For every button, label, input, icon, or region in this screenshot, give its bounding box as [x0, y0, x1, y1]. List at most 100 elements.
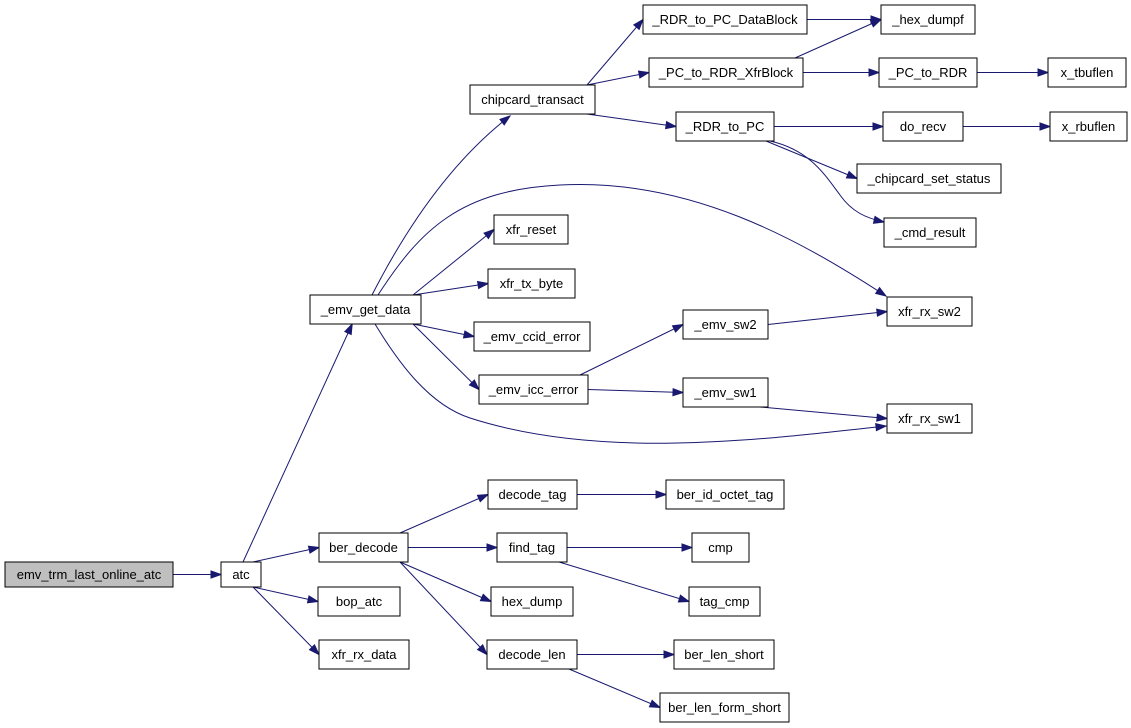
node-label: _PC_to_RDR_XfrBlock [658, 65, 794, 80]
arrowhead-icon [665, 120, 678, 130]
node-box [691, 532, 750, 563]
edge-_emv_get_data-to-xfr_reset [412, 228, 496, 296]
node-box [878, 57, 978, 88]
node-ber_len_form_short[interactable]: ber_len_form_short [659, 692, 790, 723]
node-hex_dump[interactable]: hex_dump [490, 586, 574, 617]
edge-_RDR_to_PC-to-_cmd_result [769, 140, 886, 224]
node-decode_len[interactable]: decode_len [486, 639, 578, 670]
arrowhead-icon [845, 170, 859, 180]
node-box [882, 111, 964, 142]
node-xfr_rx_sw2[interactable]: xfr_rx_sw2 [886, 296, 973, 327]
node-box [487, 479, 578, 510]
node-label: decode_len [498, 647, 565, 662]
edge-atc-to-xfr_rx_data [252, 586, 321, 656]
edge-line [765, 140, 858, 179]
arrowhead-icon [632, 18, 644, 31]
arrowhead-icon [648, 699, 662, 709]
edge-_emv_sw2-to-xfr_rx_sw2 [767, 308, 889, 325]
node-_emv_sw1[interactable]: _emv_sw1 [682, 377, 769, 408]
node-do_recv[interactable]: do_recv [882, 111, 964, 142]
node-cmp[interactable]: cmp [691, 532, 750, 563]
node-ber_id_octet_tag[interactable]: ber_id_octet_tag [665, 479, 785, 510]
node-layer: emv_trm_last_online_atc atc _emv_get_datab… [4, 4, 1128, 723]
node-label: tag_cmp [700, 594, 750, 609]
node-xfr_reset[interactable]: xfr_reset [493, 214, 569, 245]
node-label: chipcard_transact [481, 92, 584, 107]
node-bop_atc[interactable]: bop_atc [317, 586, 401, 617]
node-ber_len_short[interactable]: ber_len_short [673, 639, 775, 670]
arrowhead-icon [210, 570, 223, 579]
edge-_PC_to_RDR_XfrBlock-to-_PC_to_RDR [803, 68, 881, 77]
node-box [856, 163, 1002, 194]
node-box [473, 321, 591, 352]
node-_emv_sw2[interactable]: _emv_sw2 [682, 309, 769, 340]
edge-line [579, 324, 684, 376]
arrowhead-icon [306, 595, 320, 604]
arrowhead-icon [876, 308, 889, 317]
arrowhead-icon [681, 543, 694, 552]
node-box [318, 532, 409, 563]
arrowhead-icon [343, 322, 353, 336]
edge-_PC_to_RDR_XfrBlock-to-_hex_dumpf [794, 18, 883, 59]
arrowhead-icon [307, 545, 321, 554]
arrowhead-icon [677, 594, 691, 603]
node-atc[interactable]: atc [220, 561, 262, 588]
node-label: _emv_ccid_error [483, 329, 581, 344]
node-emv_trm_last_online_atc[interactable]: emv_trm_last_online_atc [4, 561, 174, 588]
node-x_rbuflen[interactable]: x_rbuflen [1049, 111, 1128, 142]
node-box [1047, 57, 1127, 88]
node-x_tbuflen[interactable]: x_tbuflen [1047, 57, 1127, 88]
arrowhead-icon [876, 413, 889, 422]
node-label: xfr_rx_sw1 [898, 411, 961, 426]
node-box [665, 479, 785, 510]
node-_chipcard_set_status[interactable]: _chipcard_set_status [856, 163, 1002, 194]
node-_PC_to_RDR_XfrBlock[interactable]: _PC_to_RDR_XfrBlock [648, 57, 804, 88]
node-label: xfr_rx_data [331, 647, 397, 662]
edge-line [412, 283, 489, 296]
node-label: hex_dump [502, 594, 563, 609]
node-xfr_rx_sw1[interactable]: xfr_rx_sw1 [886, 403, 973, 434]
edge-_emv_sw1-to-xfr_rx_sw1 [759, 406, 889, 422]
edge-line [399, 561, 488, 655]
node-_hex_dumpf[interactable]: _hex_dumpf [880, 4, 976, 35]
node-tag_cmp[interactable]: tag_cmp [688, 586, 761, 617]
edge-line [412, 229, 495, 296]
arrowhead-icon [872, 215, 886, 224]
edge-line [558, 561, 690, 602]
node-box [220, 561, 262, 588]
node-label: _RDR_to_PC_DataBlock [651, 12, 798, 27]
edge-line [399, 561, 492, 602]
node-box [486, 639, 578, 670]
arrowhead-icon [468, 379, 481, 391]
edge-line [242, 323, 353, 563]
edge-decode_len-to-ber_len_short [577, 650, 676, 659]
node-box [309, 294, 422, 325]
node-label: ber_decode [329, 540, 398, 555]
arrowhead-icon [476, 493, 490, 503]
edge-_emv_get_data-to-xfr_rx_sw1 [374, 323, 888, 444]
node-find_tag[interactable]: find_tag [496, 532, 568, 563]
node-xfr_rx_data[interactable]: xfr_rx_data [318, 639, 410, 670]
node-xfr_tx_byte[interactable]: xfr_tx_byte [487, 268, 576, 299]
node-box [478, 374, 589, 405]
node-_emv_icc_error[interactable]: _emv_icc_error [478, 374, 589, 405]
edge-line [586, 19, 644, 86]
edge-chipcard_transact-to-_RDR_to_PC [586, 113, 678, 130]
node-_cmd_result[interactable]: _cmd_result [883, 217, 977, 248]
node-_emv_get_data[interactable]: _emv_get_data [309, 294, 422, 325]
edge-_RDR_to_PC-to-_chipcard_set_status [765, 140, 859, 180]
node-_RDR_to_PC[interactable]: _RDR_to_PC [675, 111, 775, 142]
node-label: _emv_sw2 [693, 317, 756, 332]
node-chipcard_transact[interactable]: chipcard_transact [469, 84, 596, 115]
node-ber_decode[interactable]: ber_decode [318, 532, 409, 563]
node-_PC_to_RDR[interactable]: _PC_to_RDR [878, 57, 978, 88]
node-box [487, 268, 576, 299]
node-box [886, 296, 973, 327]
node-decode_tag[interactable]: decode_tag [487, 479, 578, 510]
edge-line [252, 586, 320, 655]
node-_RDR_to_PC_DataBlock[interactable]: _RDR_to_PC_DataBlock [642, 4, 808, 35]
arrowhead-icon [663, 650, 676, 659]
node-_emv_ccid_error[interactable]: _emv_ccid_error [473, 321, 591, 352]
node-box [659, 692, 790, 723]
